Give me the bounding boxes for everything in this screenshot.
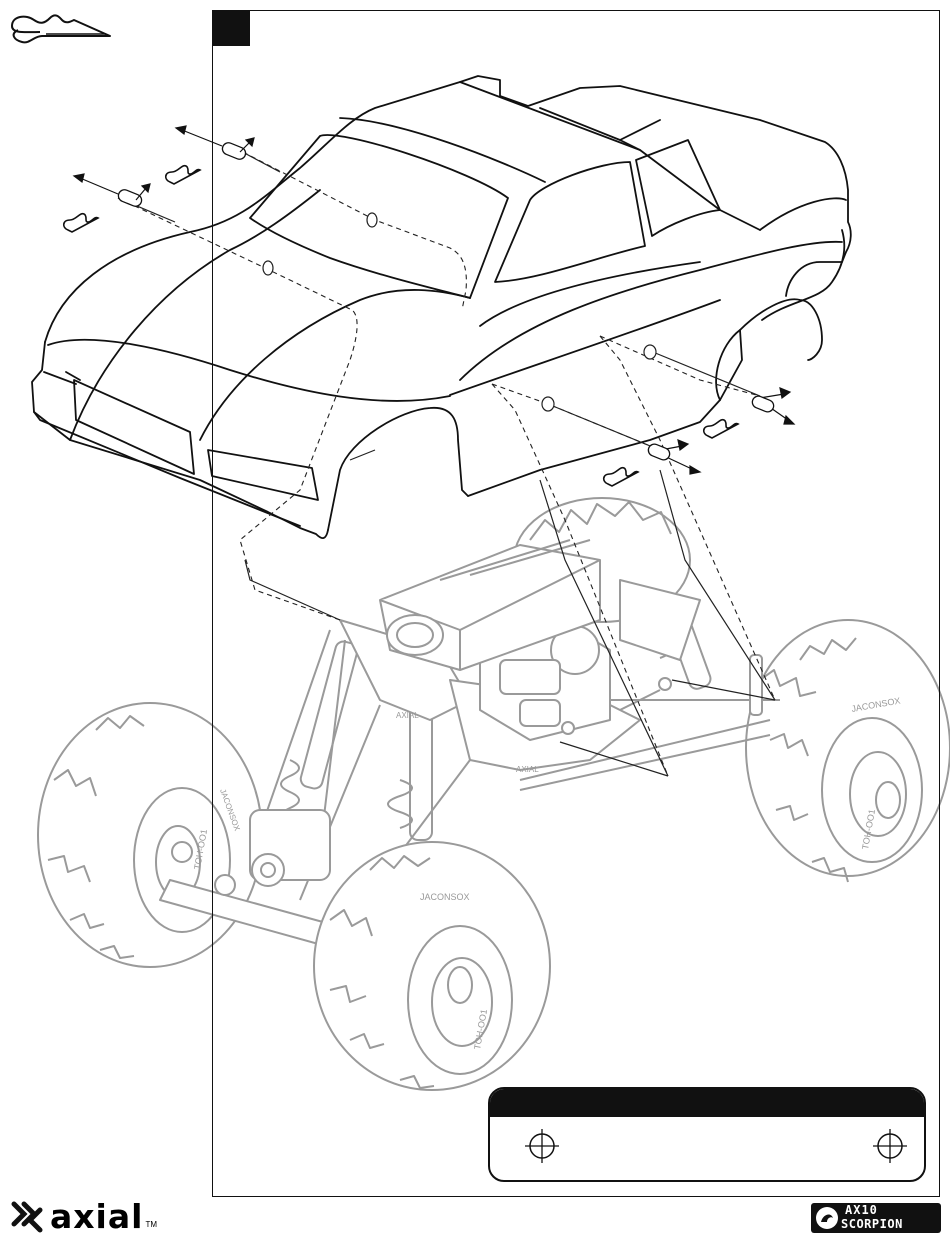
- badge-model: AX10: [845, 1204, 878, 1217]
- step-number-tab: [212, 10, 250, 46]
- axial-mark-icon: [10, 1200, 44, 1234]
- axial-logo: axial TM: [10, 1199, 157, 1235]
- crosshair-hole-icon: [522, 1129, 562, 1169]
- badge-name: SCORPION: [841, 1217, 903, 1231]
- trademark: TM: [145, 1220, 157, 1229]
- crosshair-hole-icon: [870, 1129, 910, 1169]
- body-mount-hole-callout: [488, 1087, 926, 1182]
- brand-name: axial: [50, 1199, 143, 1235]
- product-badge: AX10 SCORPION: [811, 1203, 941, 1233]
- callout-header-bar: [490, 1089, 924, 1117]
- scorpion-emblem-icon: [815, 1206, 839, 1230]
- step-frame: [212, 10, 940, 1197]
- body-clip-icon: [6, 8, 114, 48]
